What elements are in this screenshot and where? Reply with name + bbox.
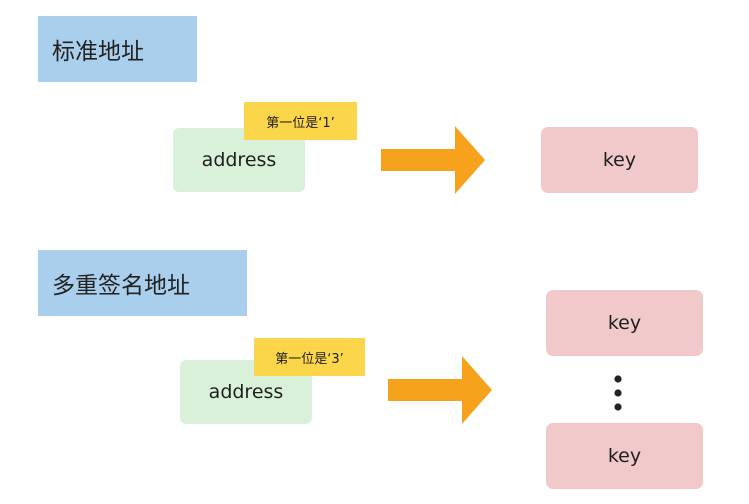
standard-prefix-tag: 第一位是‘1’ — [244, 102, 357, 140]
standard-arrow-shape — [381, 126, 485, 194]
standard-arrow-icon — [381, 126, 485, 194]
multisig-arrow-icon — [388, 356, 492, 424]
multisig-key-box-1: key — [546, 290, 703, 356]
multisig-key-box-2: key — [546, 423, 703, 489]
multisig-address-text: address — [208, 381, 284, 403]
standard-key-text: key — [602, 149, 637, 171]
multisig-arrow-shape — [388, 356, 492, 424]
standard-key-box: key — [541, 127, 698, 193]
multisig-address-label: 多重签名地址 — [38, 250, 247, 316]
vertical-ellipsis-icon — [614, 375, 622, 411]
multisig-key-text-2: key — [607, 445, 642, 467]
multisig-prefix-tag: 第一位是‘3’ — [254, 338, 365, 376]
multisig-key-text-1: key — [607, 312, 642, 334]
standard-address-text: address — [201, 149, 277, 171]
standard-address-label: 标准地址 — [38, 16, 197, 82]
